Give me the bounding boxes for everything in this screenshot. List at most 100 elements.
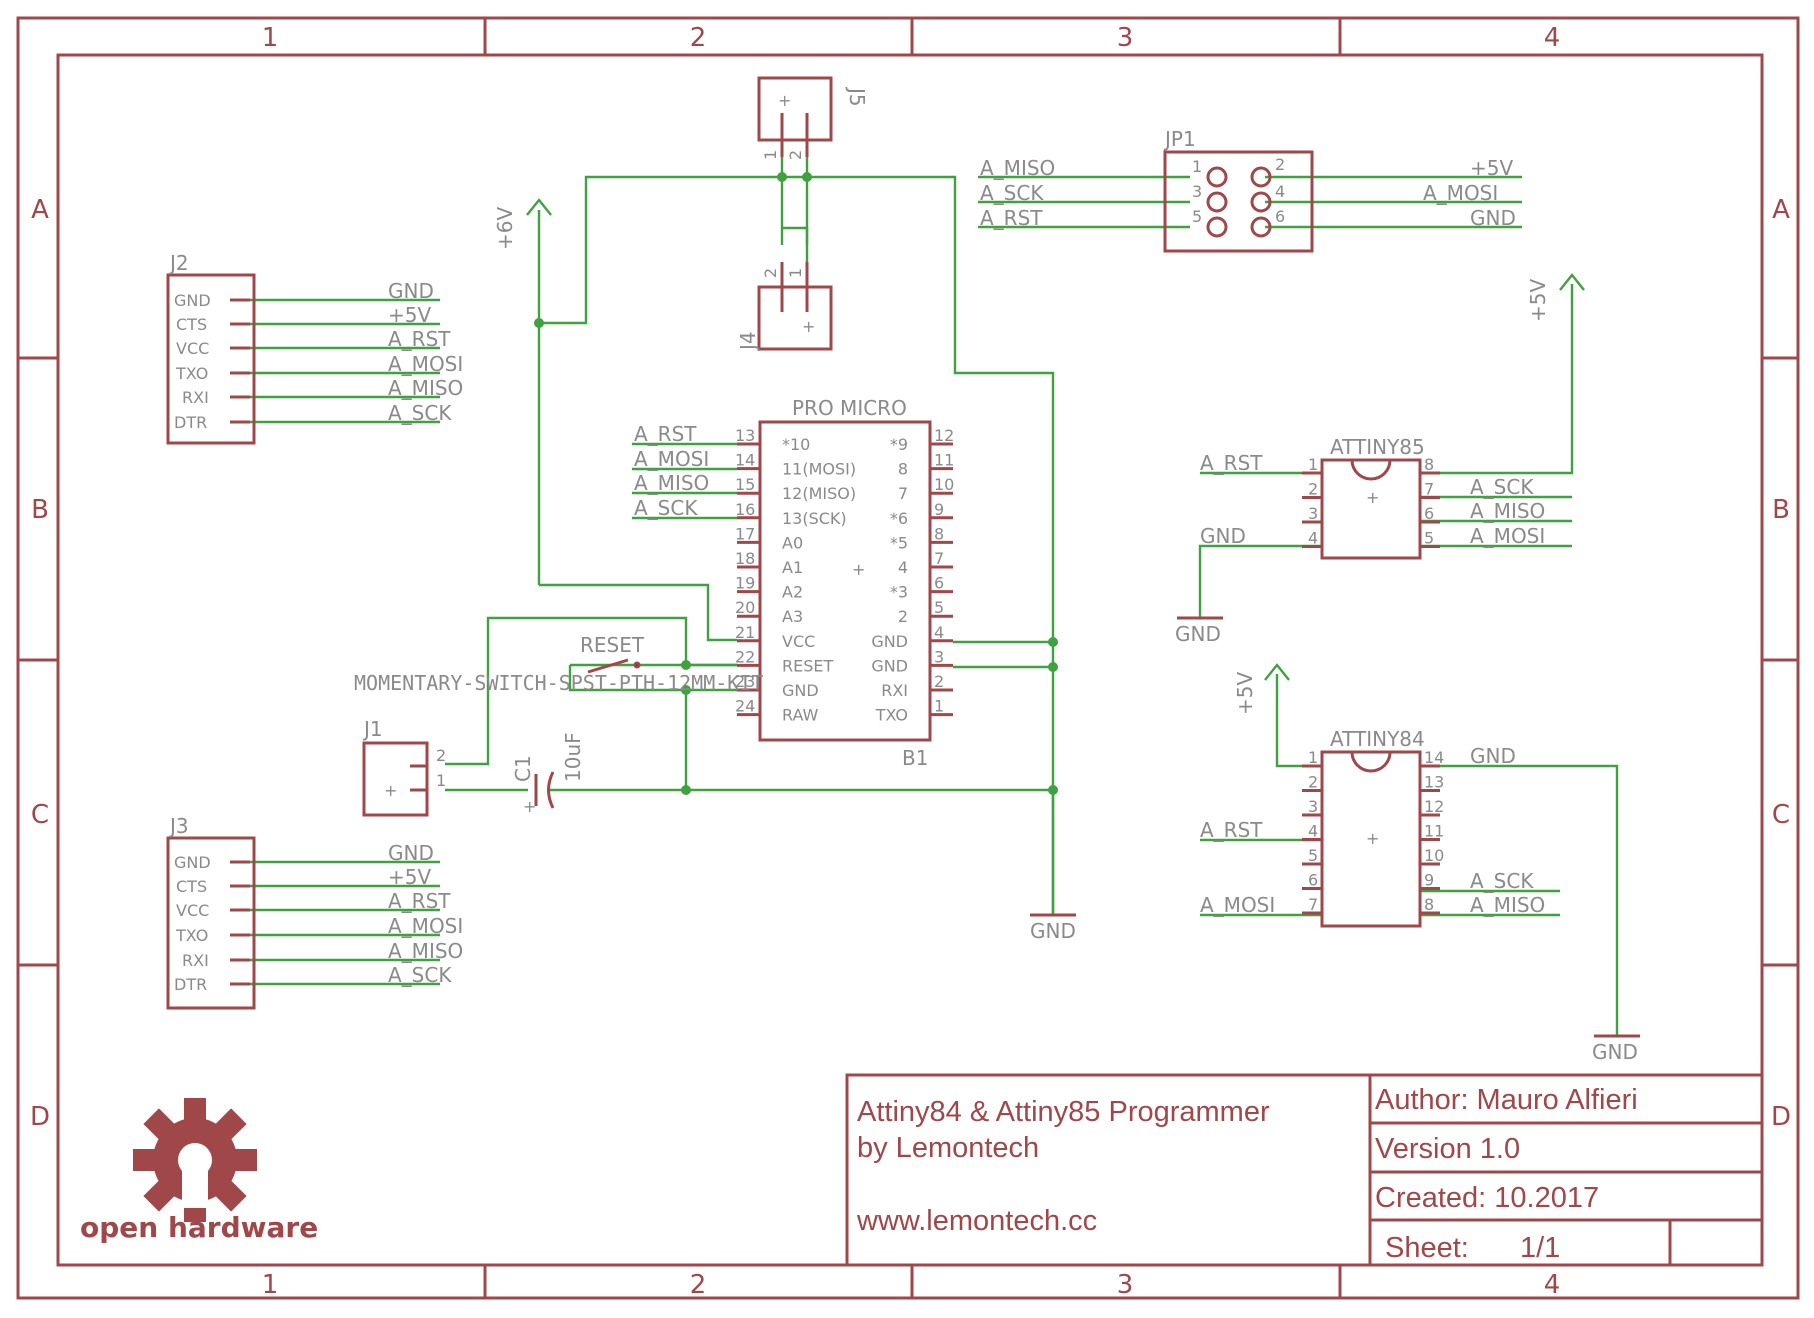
title-line-1: Attiny84 & Attiny85 Programmer bbox=[857, 1096, 1270, 1128]
row-label-c-left: C bbox=[31, 800, 49, 830]
pro-micro-right-pin-number: 11 bbox=[934, 451, 954, 470]
connector-j3: J3 GND CTS VCC TXO RXI DTR GND +5V A_RST… bbox=[166, 814, 463, 1010]
column-label-1-bottom: 1 bbox=[262, 1270, 279, 1300]
j2-pin-rxi: RXI bbox=[182, 388, 209, 407]
j2-label: J2 bbox=[168, 251, 189, 275]
attiny84-left-pin-number: 5 bbox=[1308, 846, 1318, 865]
reset-switch-value: MOMENTARY-SWITCH-SPST-PTH-12MM-KIT bbox=[354, 671, 763, 695]
attiny85-net-a-mosi: A_MOSI bbox=[1470, 524, 1545, 548]
j2-pin-dtr: DTR bbox=[174, 413, 207, 432]
supply-6v: +6V bbox=[493, 198, 552, 250]
pro-micro-right-pin-number: 3 bbox=[934, 647, 944, 666]
pro-micro-right-pin-name: GND bbox=[871, 632, 908, 651]
attiny85-left-pin-number: 1 bbox=[1308, 455, 1318, 474]
attiny85-right-pin-number: 7 bbox=[1424, 480, 1434, 499]
attiny84-net-gnd: GND bbox=[1470, 744, 1516, 768]
j1-label: J1 bbox=[362, 717, 383, 741]
pro-micro-net-a-miso: A_MISO bbox=[634, 471, 709, 495]
attiny84-right-pin-number: 14 bbox=[1424, 748, 1444, 767]
j3-net-a-rst: A_RST bbox=[388, 889, 451, 913]
attiny85-right-pin-number: 8 bbox=[1424, 455, 1434, 474]
j2-pin-gnd: GND bbox=[174, 291, 211, 310]
pro-micro-left-pin-number: 16 bbox=[735, 500, 755, 519]
open-hardware-text: open hardware bbox=[80, 1211, 318, 1244]
column-label-1-top: 1 bbox=[262, 23, 279, 53]
j2-net-gnd: GND bbox=[388, 279, 434, 303]
pro-micro-right-pin-number: 7 bbox=[934, 549, 944, 568]
jp1-pin5: 5 bbox=[1192, 207, 1202, 226]
pro-micro-right-pin-number: 1 bbox=[934, 697, 944, 716]
attiny85-net-a-rst: A_RST bbox=[1200, 451, 1263, 475]
attiny84-right-pin-number: 11 bbox=[1424, 822, 1444, 841]
pro-micro-right-pin-name: *6 bbox=[890, 509, 908, 528]
pro-micro-net-a-sck: A_SCK bbox=[634, 496, 698, 520]
pro-micro-left-pin-name: RAW bbox=[782, 706, 819, 725]
pro-micro-left-pin-name: GND bbox=[782, 681, 819, 700]
pro-micro-left-pin-name: 13(SCK) bbox=[782, 509, 847, 528]
j2-pin-vcc: VCC bbox=[176, 339, 209, 358]
attiny85-name: ATTINY85 bbox=[1330, 435, 1425, 459]
j5-plus-mark: + bbox=[778, 91, 791, 110]
version-text: Version 1.0 bbox=[1375, 1133, 1520, 1165]
title-line-2: by Lemontech bbox=[857, 1132, 1039, 1164]
j1-pin2: 2 bbox=[436, 746, 446, 765]
jp1-pin6: 6 bbox=[1275, 207, 1285, 226]
row-label-d-left: D bbox=[30, 1102, 50, 1132]
attiny84-left-pin-number: 7 bbox=[1308, 895, 1318, 914]
net-wires bbox=[250, 157, 1619, 1036]
c1-name: C1 bbox=[511, 755, 535, 782]
column-label-4-bottom: 4 bbox=[1544, 1270, 1561, 1300]
pro-micro-right-pin-name: *5 bbox=[890, 533, 908, 552]
j2-pin-cts: CTS bbox=[176, 315, 207, 334]
attiny85-net-a-sck: A_SCK bbox=[1470, 475, 1534, 499]
j4-pin2: 2 bbox=[761, 268, 780, 278]
pro-micro-right-pin-name: TXO bbox=[875, 706, 908, 725]
connector-j4: + J4 2 1 bbox=[736, 262, 833, 352]
pro-micro-left-pin-name: A1 bbox=[782, 558, 803, 577]
jp1-net-5v: +5V bbox=[1470, 156, 1513, 180]
title-block: Attiny84 & Attiny85 Programmer by Lemont… bbox=[845, 1073, 1764, 1267]
pro-micro-left-pin-number: 21 bbox=[735, 623, 755, 642]
jp1-net-a-rst: A_RST bbox=[980, 206, 1043, 230]
j3-pin-rxi: RXI bbox=[182, 951, 209, 970]
jp1-net-a-sck: A_SCK bbox=[980, 181, 1044, 205]
pro-micro-left-pin-number: 19 bbox=[735, 574, 755, 593]
attiny84-center-mark: + bbox=[1366, 829, 1379, 848]
jp1-net-a-mosi: A_MOSI bbox=[1423, 181, 1498, 205]
sheet-label: Sheet: bbox=[1385, 1232, 1469, 1264]
column-label-2-bottom: 2 bbox=[690, 1270, 707, 1300]
attiny85-left-pin-number: 4 bbox=[1308, 529, 1318, 548]
j4-plus-mark: + bbox=[802, 317, 815, 336]
pro-micro-left-pin-number: 24 bbox=[735, 697, 755, 716]
attiny85-net-gnd: GND bbox=[1200, 524, 1246, 548]
connector-j5: + J5 1 2 bbox=[757, 76, 869, 160]
pro-micro-right-pin-name: 8 bbox=[898, 460, 908, 479]
j3-net-a-sck: A_SCK bbox=[388, 963, 452, 987]
j4-label: J4 bbox=[736, 331, 760, 352]
column-label-3-top: 3 bbox=[1117, 23, 1134, 53]
gnd-center-label: GND bbox=[1030, 919, 1076, 943]
row-label-d-right: D bbox=[1771, 1102, 1791, 1132]
attiny85-right-pin-number: 6 bbox=[1424, 504, 1434, 523]
created-text: Created: 10.2017 bbox=[1375, 1182, 1599, 1214]
pro-micro-right-pin-number: 2 bbox=[934, 672, 944, 691]
j2-net-a-sck: A_SCK bbox=[388, 401, 452, 425]
pro-micro-left-pin-number: 14 bbox=[735, 451, 755, 470]
pro-micro-left-pin-number: 23 bbox=[735, 672, 755, 691]
j2-net-a-miso: A_MISO bbox=[388, 376, 463, 400]
reset-switch: RESET MOMENTARY-SWITCH-SPST-PTH-12MM-KIT bbox=[354, 633, 763, 695]
j5-pin2: 2 bbox=[786, 150, 805, 160]
j3-net-gnd: GND bbox=[388, 841, 434, 865]
pro-micro-left-pin-number: 15 bbox=[735, 475, 755, 494]
c1-value: 10uF bbox=[561, 732, 585, 782]
attiny84-right-pin-number: 8 bbox=[1424, 895, 1434, 914]
j3-pin-gnd: GND bbox=[174, 853, 211, 872]
pro-micro-left-pin-number: 20 bbox=[735, 598, 755, 617]
j5-pin1: 1 bbox=[761, 150, 780, 160]
pro-micro-ref: B1 bbox=[902, 746, 928, 770]
